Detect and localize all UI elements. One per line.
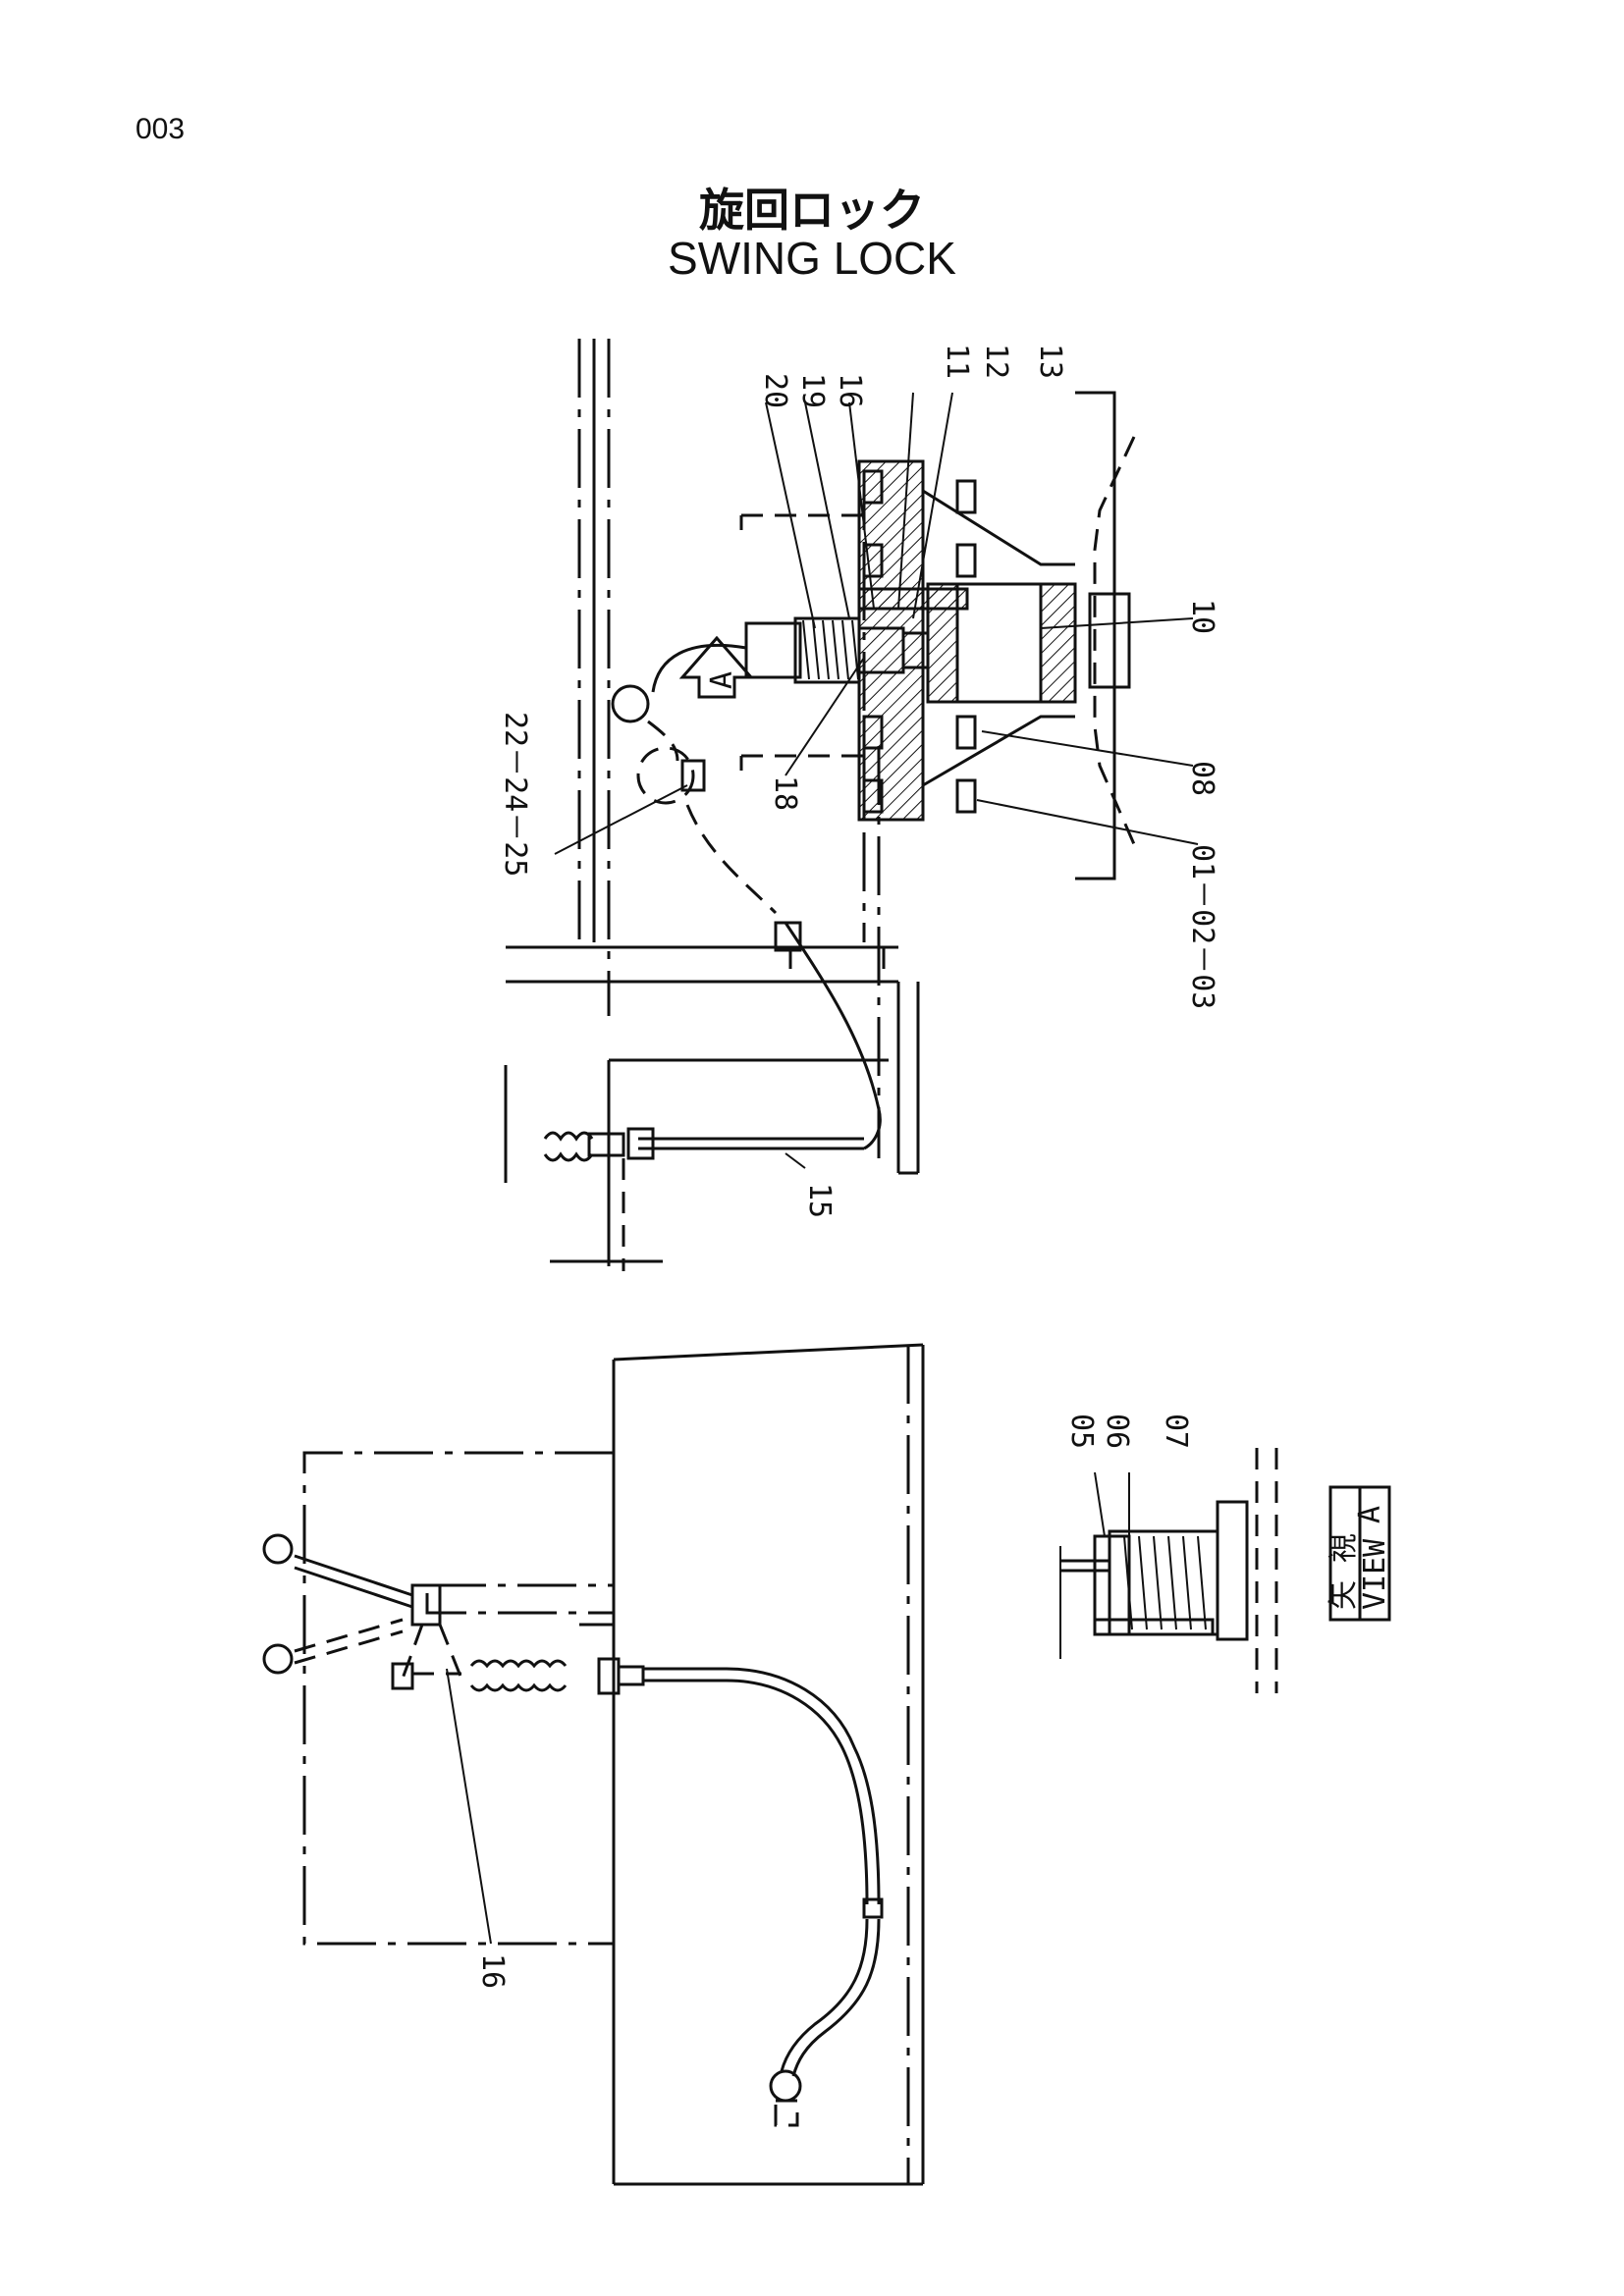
callout-20: 20 <box>758 373 792 408</box>
callout-16-lower: 16 <box>475 1953 510 1989</box>
page-number: 003 <box>135 113 186 145</box>
callout-22-24-25: 22－24－25 <box>498 712 532 877</box>
lower-assembly <box>262 1343 925 2186</box>
callout-07: 07 <box>1159 1414 1193 1449</box>
callout-08: 08 <box>1185 761 1219 796</box>
view-a-detail <box>1059 1448 1391 1693</box>
callout-19: 19 <box>795 373 830 408</box>
arrow-marker-letter: A <box>705 671 739 689</box>
callout-16-upper: 16 <box>833 373 867 408</box>
callout-15: 15 <box>802 1183 837 1218</box>
leader-lines <box>446 392 1199 1945</box>
view-marker-label-jp: 矢 視 <box>1326 1533 1361 1610</box>
view-marker-label-en: VIEW <box>1358 1538 1392 1610</box>
callout-18: 18 <box>768 775 802 811</box>
upper-assembly: A <box>504 339 1136 1271</box>
callout-12: 12 <box>979 344 1013 379</box>
callout-13: 13 <box>1033 344 1067 379</box>
callout-10: 10 <box>1185 599 1219 634</box>
callout-05: 05 <box>1064 1414 1099 1449</box>
callout-11: 11 <box>940 344 974 379</box>
callout-01-02-03: 01－02－03 <box>1185 844 1219 1009</box>
callout-06: 06 <box>1100 1414 1134 1449</box>
title-japanese: 旋回ロック <box>699 184 925 237</box>
title-english: SWING LOCK <box>668 233 956 284</box>
view-marker-letter: A <box>1353 1506 1387 1523</box>
